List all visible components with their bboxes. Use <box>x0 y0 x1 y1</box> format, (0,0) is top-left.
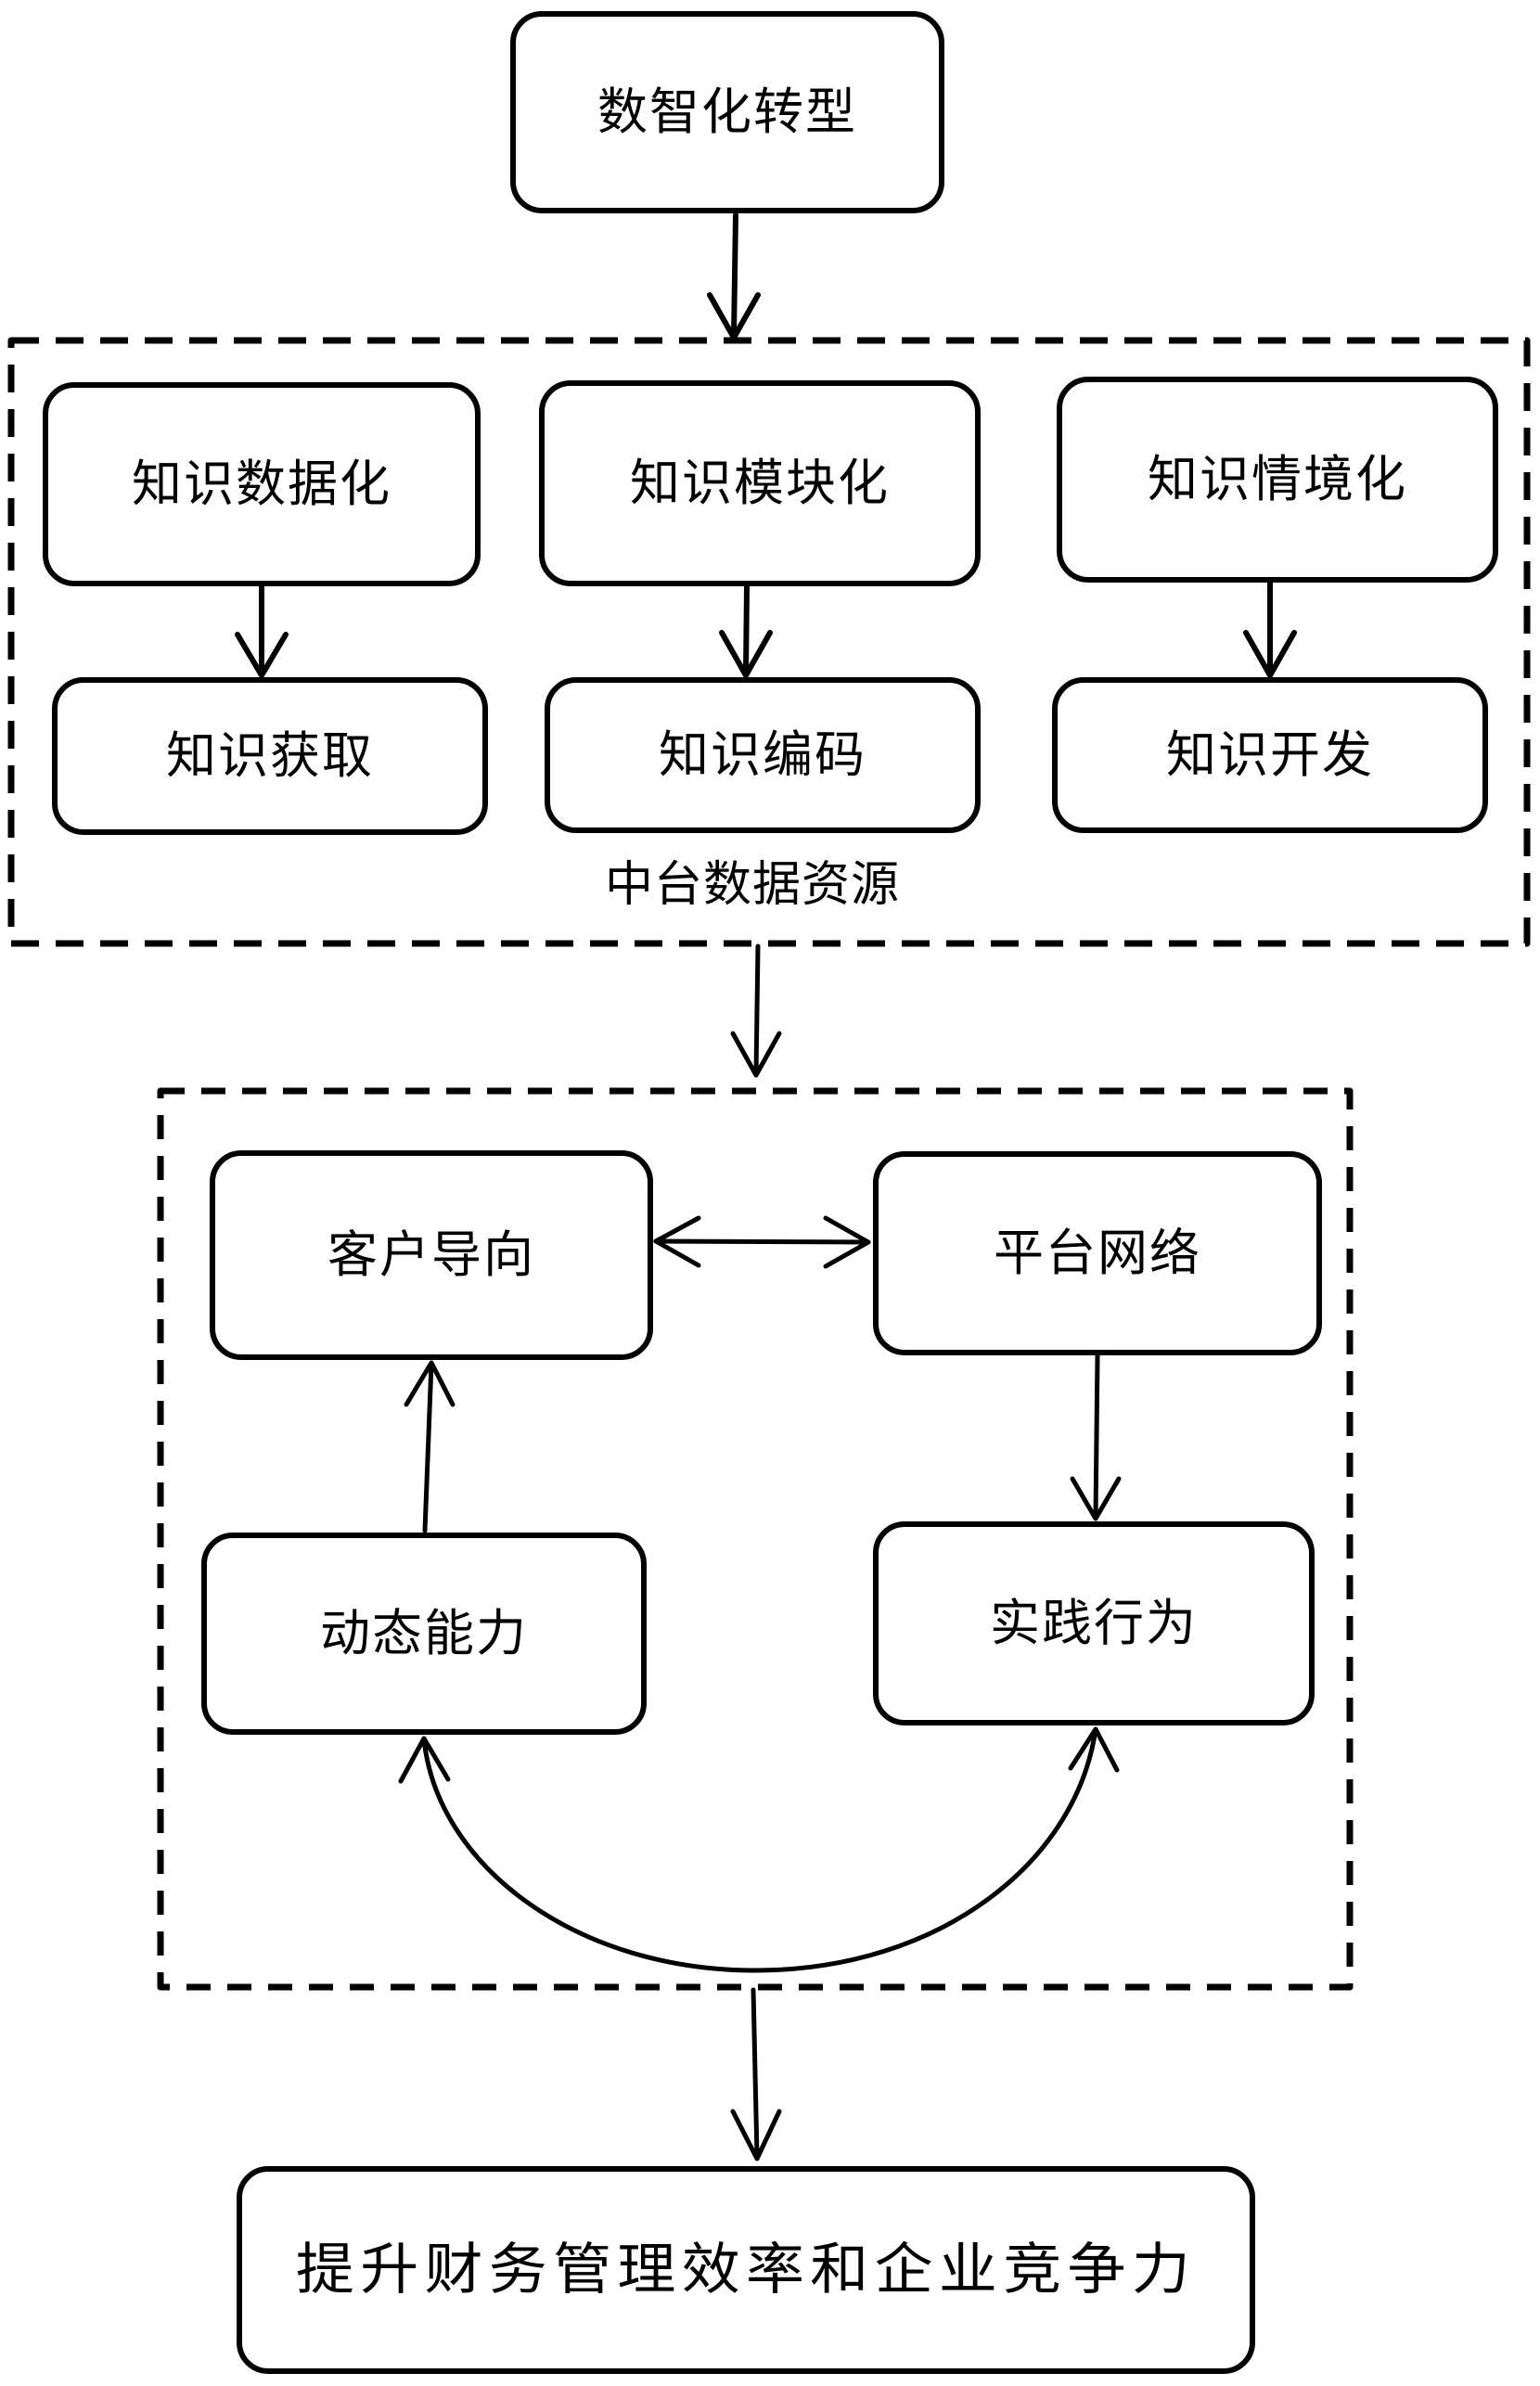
arrow-group1-to-group2 <box>730 943 782 1078</box>
node-label: 提升财务管理效率和企业竞争力 <box>295 2238 1197 2303</box>
node-knowledge-development: 知识开发 <box>1052 677 1488 833</box>
arrow-group2-to-final <box>730 1987 782 2162</box>
node-label: 知识情境化 <box>1148 450 1407 508</box>
arrow-knowledge-contextualization-to-development <box>1243 580 1297 678</box>
node-label: 数智化转型 <box>597 83 857 141</box>
node-dynamic-capability: 动态能力 <box>201 1533 647 1735</box>
node-label: 知识编码 <box>659 725 866 784</box>
node-knowledge-contextualization: 知识情境化 <box>1057 377 1498 583</box>
group-frame-data-resources <box>7 337 1531 947</box>
node-knowledge-encoding: 知识编码 <box>545 677 981 833</box>
arrow-customer-platform-bidirectional <box>653 1215 871 1269</box>
node-customer-orientation: 客户导向 <box>210 1150 653 1360</box>
group-frame-capabilities <box>157 1087 1354 1991</box>
node-label: 平台网络 <box>994 1224 1201 1282</box>
node-digital-intelligent-transformation: 数智化转型 <box>510 11 944 213</box>
node-label: 知识数据化 <box>132 455 391 513</box>
node-knowledge-acquisition: 知识获取 <box>52 677 488 835</box>
node-label: 知识开发 <box>1166 725 1374 784</box>
node-label: 动态能力 <box>320 1604 528 1662</box>
node-label: 知识获取 <box>166 726 374 785</box>
group-label-data-resources: 中台数据资源 <box>605 857 901 913</box>
arrow-dynamic-to-customer <box>404 1360 456 1533</box>
node-label: 知识模块化 <box>630 454 890 512</box>
arrow-knowledge-datafication-to-acquisition <box>235 584 289 678</box>
node-label: 客户导向 <box>327 1225 535 1284</box>
arrow-knowledge-modularization-to-encoding <box>719 584 773 678</box>
arrow-platform-to-practice <box>1070 1353 1122 1521</box>
node-platform-network: 平台网络 <box>873 1151 1322 1355</box>
arrow-top-to-group1 <box>707 212 761 340</box>
arrow-dynamic-practice-curve <box>398 1726 1120 1973</box>
node-practice-behavior: 实践行为 <box>873 1521 1315 1725</box>
node-improve-financial-efficiency: 提升财务管理效率和企业竞争力 <box>237 2166 1255 2374</box>
node-label: 实践行为 <box>990 1594 1198 1652</box>
node-knowledge-datafication: 知识数据化 <box>43 382 481 586</box>
node-knowledge-modularization: 知识模块化 <box>539 380 981 586</box>
